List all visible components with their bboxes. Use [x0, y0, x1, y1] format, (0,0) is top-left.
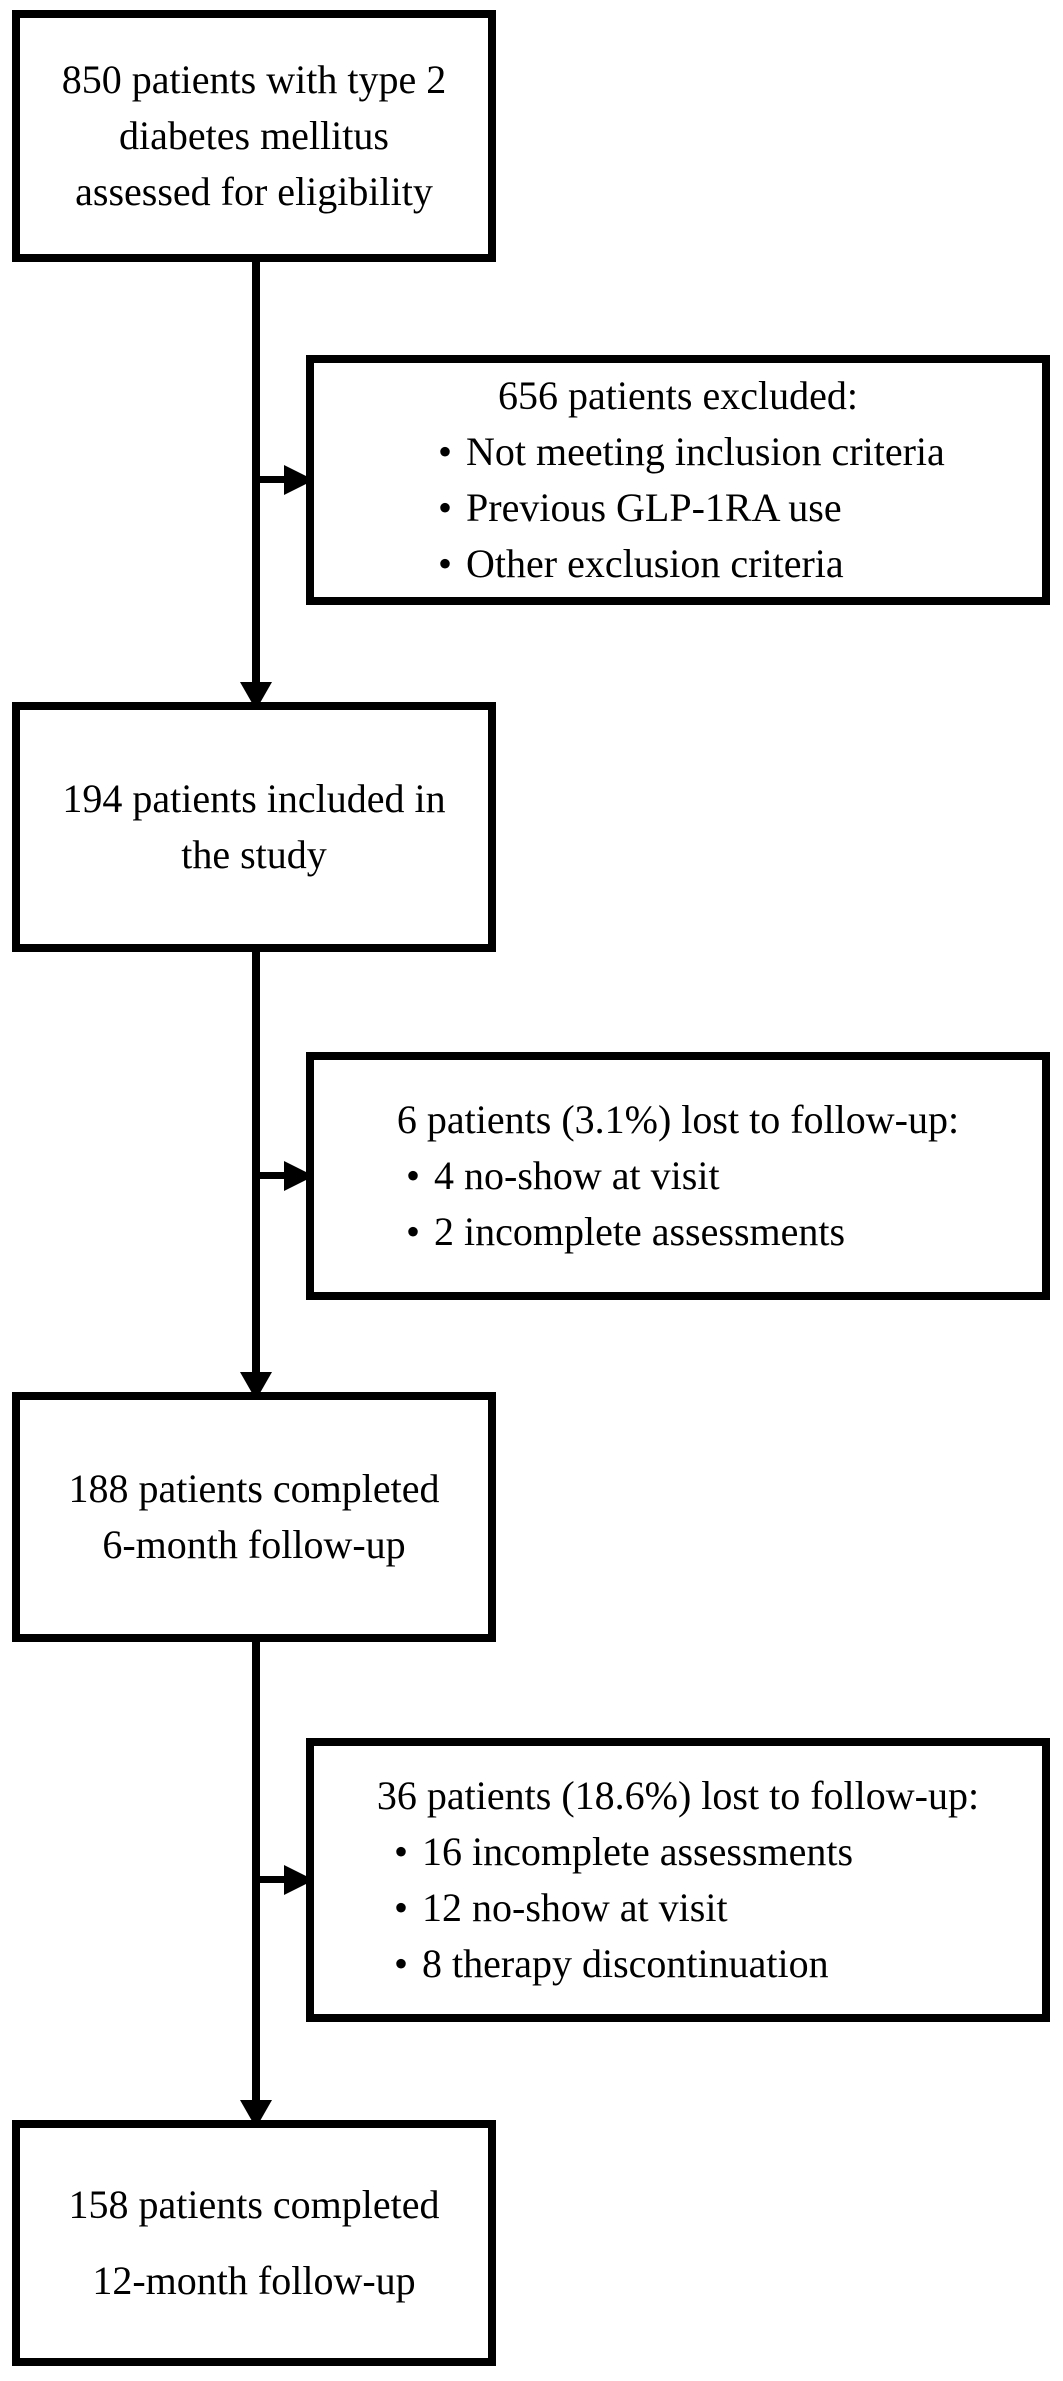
bullet-text: Not meeting inclusion criteria [466, 429, 945, 474]
bullet-icon: • [438, 429, 453, 474]
bullet-item: • 2 incomplete assessments [314, 1204, 1042, 1260]
bullet-text: 2 incomplete assessments [434, 1209, 846, 1254]
box-text-line: the study [181, 832, 327, 877]
box-text-line: diabetes mellitus [119, 113, 389, 158]
connector-line-horizontal [256, 1172, 286, 1179]
bullet-item: • 12 no-show at visit [314, 1880, 1042, 1936]
bullet-text: 12 no-show at visit [422, 1885, 728, 1930]
bullet-icon: • [406, 1153, 421, 1198]
bullet-icon: • [394, 1941, 409, 1986]
connector-line-horizontal [256, 1876, 286, 1883]
box-lost-to-followup-6mo: 6 patients (3.1%) lost to follow-up: • 4 … [306, 1052, 1050, 1300]
connector-line-vertical [252, 1638, 260, 2108]
box-text-line: 158 patients completed [68, 2182, 440, 2227]
box-assessed-eligibility: 850 patients with type 2 diabetes mellit… [12, 10, 496, 262]
box-text-line: 6-month follow-up [102, 1522, 406, 1567]
bullet-text: 4 no-show at visit [434, 1153, 720, 1198]
box-text-line: 188 patients completed [68, 1466, 440, 1511]
box-excluded: 656 patients excluded: • Not meeting incl… [306, 355, 1050, 605]
connector-line-vertical [252, 948, 260, 1380]
side-box-title: 36 patients (18.6%) lost to follow-up: [376, 1773, 980, 1818]
bullet-item: • 4 no-show at visit [314, 1148, 1042, 1204]
bullet-icon: • [394, 1829, 409, 1874]
box-text-line: 850 patients with type 2 [61, 57, 447, 102]
bullet-item: • Previous GLP-1RA use [314, 480, 1042, 536]
bullet-text: Other exclusion criteria [466, 541, 844, 586]
side-box-title: 6 patients (3.1%) lost to follow-up: [396, 1097, 960, 1142]
bullet-text: Previous GLP-1RA use [466, 485, 842, 530]
box-completed-12mo: 158 patients completed 12-month follow-u… [12, 2120, 496, 2366]
bullet-icon: • [438, 485, 453, 530]
bullet-icon: • [406, 1209, 421, 1254]
bullet-icon: • [438, 541, 453, 586]
connector-line-vertical [252, 258, 260, 690]
box-completed-6mo: 188 patients completed 6-month follow-up [12, 1392, 496, 1642]
box-text-line: 12-month follow-up [92, 2258, 416, 2303]
box-lost-to-followup-12mo: 36 patients (18.6%) lost to follow-up: •… [306, 1738, 1050, 2022]
box-text-line: 194 patients included in [62, 776, 446, 821]
bullet-item: • 8 therapy discontinuation [314, 1936, 1042, 1992]
bullet-text: 16 incomplete assessments [422, 1829, 854, 1874]
bullet-item: • Other exclusion criteria [314, 536, 1042, 592]
box-included-in-study: 194 patients included in the study [12, 702, 496, 952]
bullet-text: 8 therapy discontinuation [422, 1941, 829, 1986]
bullet-icon: • [394, 1885, 409, 1930]
bullet-item: • Not meeting inclusion criteria [314, 424, 1042, 480]
connector-line-horizontal [256, 476, 286, 483]
side-box-title: 656 patients excluded: [498, 373, 858, 418]
bullet-item: • 16 incomplete assessments [314, 1824, 1042, 1880]
box-text-line: assessed for eligibility [75, 169, 433, 214]
